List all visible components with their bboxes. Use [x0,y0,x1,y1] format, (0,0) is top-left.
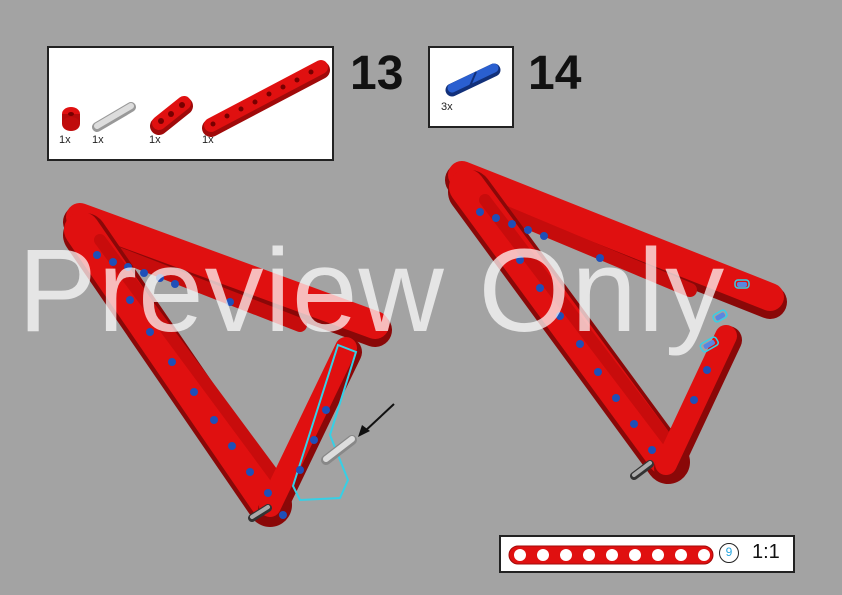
beam-9-icon [202,60,330,137]
axle-pin-icon [92,102,136,132]
step-number-13: 13 [350,47,404,100]
parts-illustrations [62,60,330,137]
beam-9-ruler-icon [508,545,714,565]
beam-3-icon [150,96,193,135]
part-qty: 1x [149,134,161,146]
scale-ruler [499,535,795,573]
parts-callout-step-14: 3x [428,46,514,128]
part-qty: 1x [59,134,71,146]
part-qty: 1x [92,134,104,146]
part-qty: 1x [202,134,214,146]
step-number-14: 14 [528,47,582,100]
ruler-length-badge: 9 [719,543,739,563]
red-bush-icon [62,107,80,131]
part-qty: 3x [441,101,453,113]
parts-callout-step-13: 1x 1x 1x 1x [47,46,334,161]
parts-illustrations [445,63,501,97]
scale-ratio: 1:1 [752,541,780,563]
blue-pin-icon [445,63,501,97]
preview-watermark: Preview Only [18,225,726,357]
